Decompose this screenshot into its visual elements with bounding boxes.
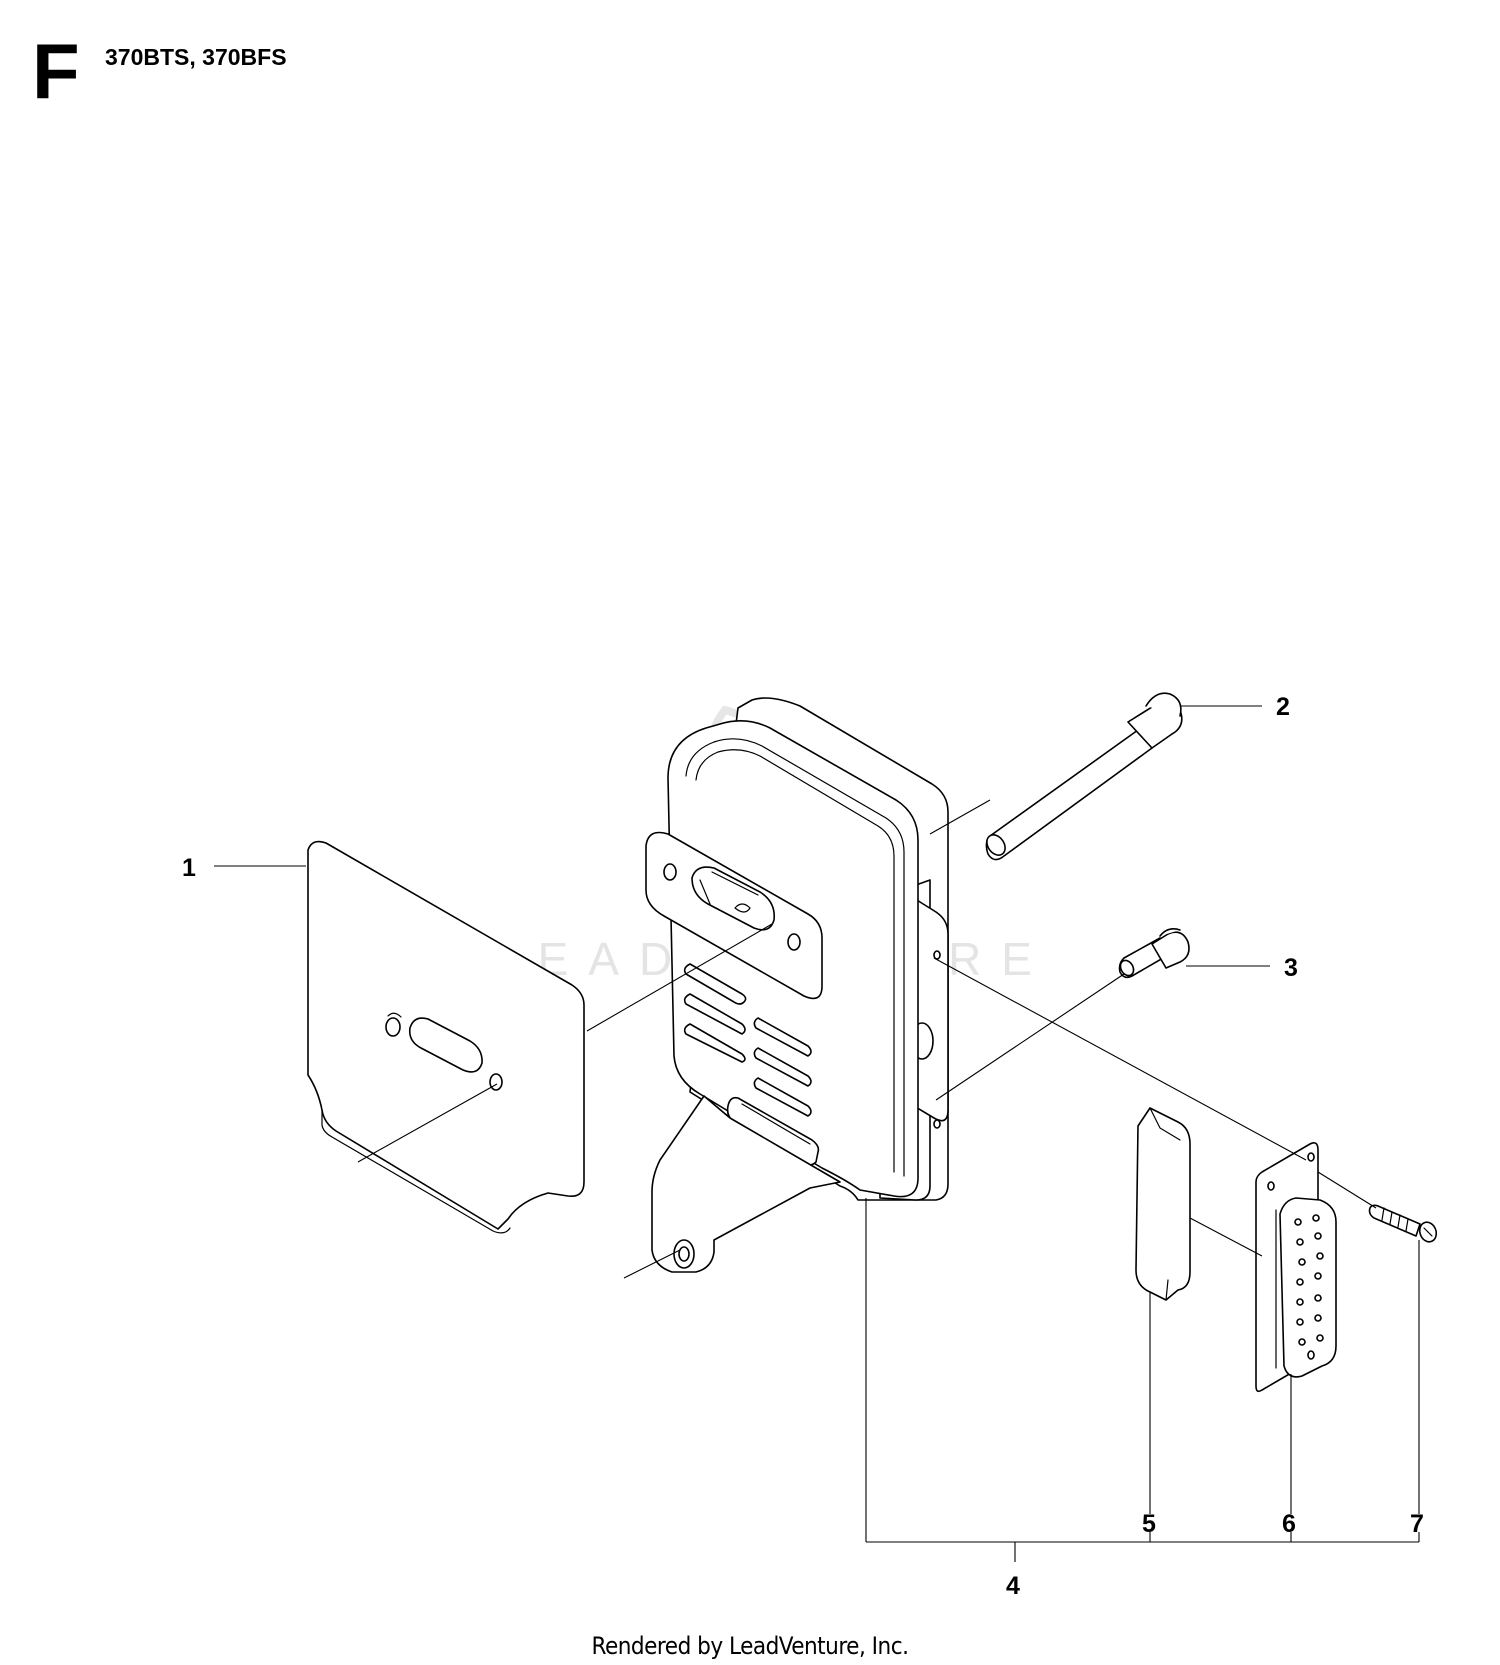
part-7-screw[interactable] [1368,1204,1439,1244]
callout-5[interactable]: 5 [1142,1510,1156,1538]
part-5-spark-arrestor-screen[interactable] [1135,1107,1191,1301]
callout-7[interactable]: 7 [1410,1510,1424,1538]
callout-6[interactable]: 6 [1282,1510,1296,1538]
part-2-long-bolt[interactable] [983,692,1183,861]
callout-4[interactable]: 4 [1006,1572,1020,1600]
part-6-exhaust-cover[interactable] [1255,1142,1337,1393]
part-3-short-bolt[interactable] [1118,928,1190,979]
part-4-muffler[interactable] [645,697,949,1273]
render-credit: Rendered by LeadVenture, Inc. [591,1632,909,1660]
cover-vent-holes [1294,1214,1324,1346]
callout-2[interactable]: 2 [1276,693,1290,721]
part-1-heat-shield[interactable] [307,840,585,1234]
model-title: 370BTS, 370BFS [105,44,287,70]
callout-labels: 1 2 3 4 5 6 7 [182,693,1424,1600]
leader-lines [214,705,1420,1562]
callout-3[interactable]: 3 [1284,954,1298,982]
callout-1[interactable]: 1 [182,854,196,882]
section-letter: F [32,27,80,115]
